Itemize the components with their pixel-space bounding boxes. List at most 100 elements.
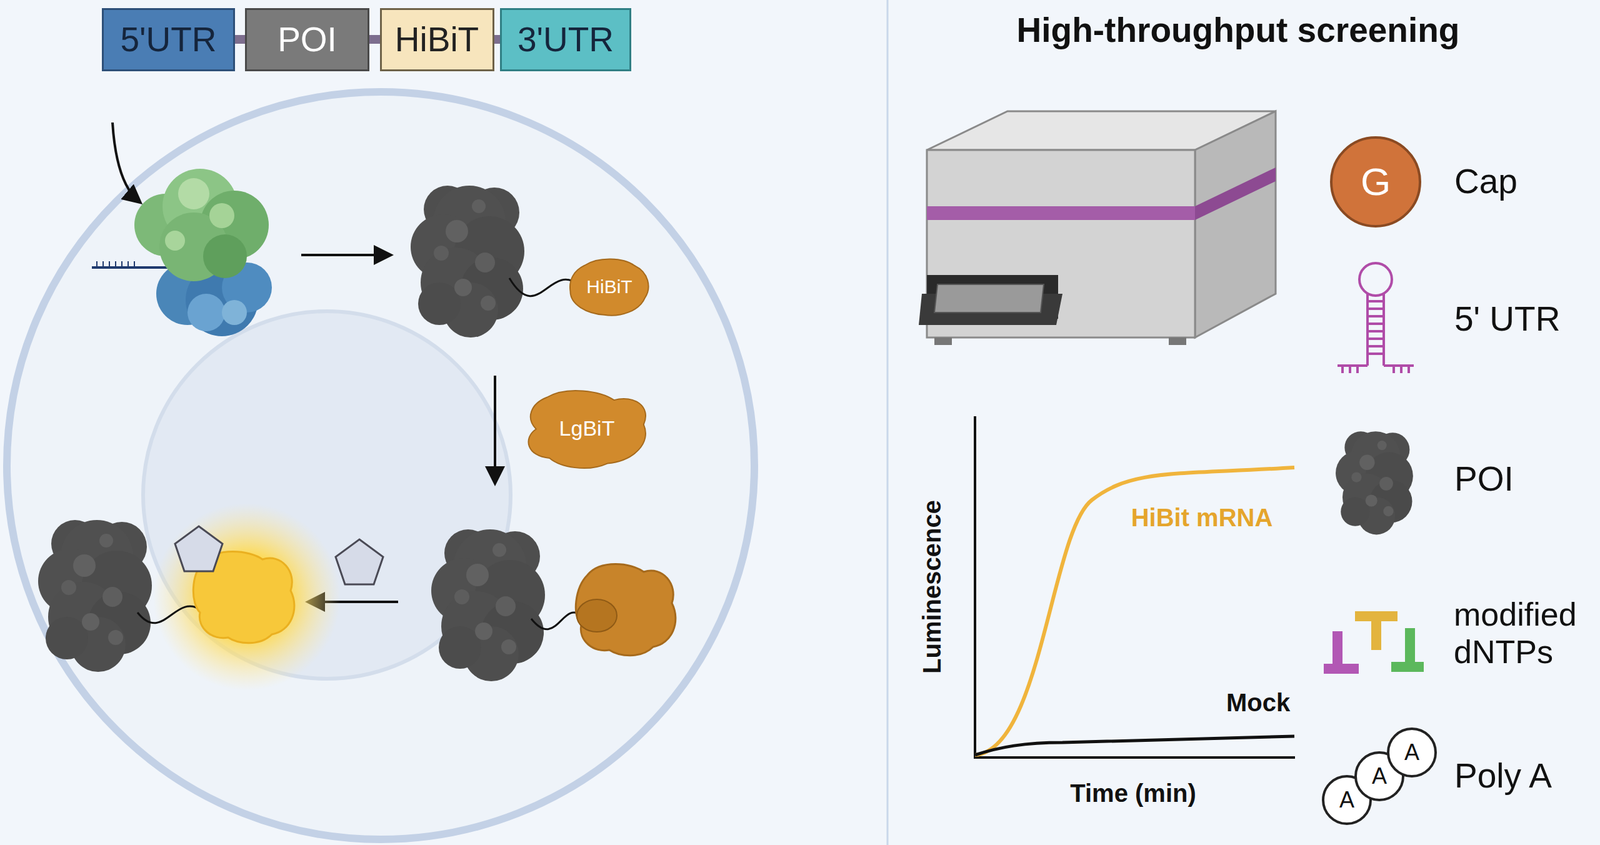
node-label: A [1371,763,1387,789]
panel-title: High-throughput screening [1016,10,1460,50]
legend-text: modified dNTPs [1453,596,1595,672]
luminescence-chart [973,416,1295,758]
hibit-segment: HiBiT [380,8,495,72]
illustration-part [934,337,952,345]
illustration-part [576,599,617,632]
illustration-part [926,150,1195,338]
illustration-part [1356,365,1359,374]
node-label: 5'UTR [120,20,217,59]
illustration-part [1367,352,1384,355]
illustration-part [1168,337,1187,345]
illustration-part [973,416,977,758]
entry-arrow [112,122,139,202]
illustration-part [187,293,225,332]
protein-of-interest [410,185,579,338]
illustration-part [221,300,247,325]
cell-membrane [6,91,755,840]
illustration-part [1407,365,1410,374]
illustration-part [1367,337,1384,340]
node-label: HiBiT [586,276,632,297]
protein-lgbit-complex [431,529,676,682]
illustration-part [108,261,110,268]
cap-circle: G [1330,136,1422,228]
illustration-part [153,503,341,691]
poi-segment: POI [245,8,370,72]
illustration-part [133,261,135,268]
illustration-part [96,261,98,268]
legend-text: 5' UTR [1454,299,1560,339]
illustration-part [1391,661,1424,672]
illustration-part [137,606,200,624]
illustration-part [575,564,676,656]
illustration-part [1367,345,1384,348]
hairpin-icon [1337,263,1414,374]
series-label: HiBit mRNA [1131,503,1274,532]
illustration-part [1392,365,1395,374]
legend-text: POI [1454,459,1514,499]
poi-icon [1335,431,1414,535]
illustration-part [1367,300,1384,303]
illustration-part [121,261,123,268]
illustration-part [102,261,104,268]
polya-circle: A [1386,727,1437,778]
illustration-part [509,278,579,297]
illustration-part [531,612,582,630]
illustration-part [178,178,210,210]
illustration-part [1348,365,1352,374]
illustration-part [96,261,135,268]
illustration-part [1341,365,1344,374]
axis-label: Time (min) [1070,778,1197,808]
illustration-part [1371,621,1382,650]
plate-reader [918,111,1276,345]
illustration-part [209,203,235,229]
illustration-part [1367,322,1384,325]
illustration-part [1367,330,1384,333]
blob-shape [570,259,649,316]
node-label: A [1339,787,1355,813]
legend-text: Poly A [1454,756,1552,796]
illustration-part [1195,111,1276,338]
illustration-part [1400,365,1403,374]
utr3-segment: 3'UTR [500,8,632,72]
illustration-part [973,756,1295,759]
illustration-part [1195,167,1276,220]
series-label: Mock [1226,688,1290,717]
illustration-part [926,275,1059,319]
legend-text: Cap [1454,161,1518,202]
illustration-part [934,284,1044,313]
illustration-part [115,261,117,268]
ribosome [91,168,272,337]
illustration-part [38,520,152,672]
illustration-part [1323,663,1359,674]
node-label: A [1404,740,1420,765]
illustration-part [1367,315,1384,318]
illustration-part [410,185,525,338]
illustration-part [975,736,1295,755]
process-arrow [493,375,497,482]
illustration-part [926,206,1195,220]
dntp-icon [1323,611,1424,674]
node-label: G [1360,160,1391,204]
illustration-part [1355,611,1398,622]
illustration-part [175,526,223,572]
lgbit-protein: LgBiT [520,383,655,475]
illustration-part [91,266,175,269]
hibit-tag: HiBiT [565,253,654,319]
illustration-part [127,261,129,268]
node-label: 3'UTR [517,20,614,59]
illustration-part [1359,263,1392,296]
illustration-part [1367,307,1384,310]
node-label: LgBiT [559,416,615,440]
illustration-part [203,234,247,279]
axis-label: Luminescence [917,500,947,674]
blob-shape [528,390,646,468]
illustration-part [431,529,545,682]
node-label: HiBiT [395,20,479,59]
illustration-part [233,35,247,44]
illustration-part [165,230,185,251]
illustration-part [1335,431,1414,535]
illustration-part [335,539,384,585]
